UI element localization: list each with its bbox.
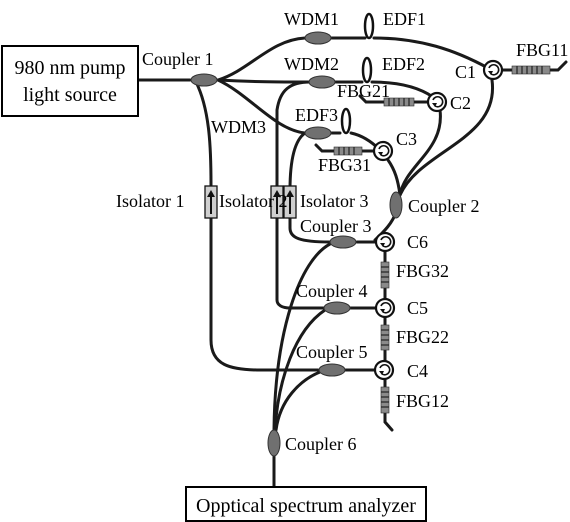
label-c5: C5 xyxy=(407,298,428,318)
fbg-gratings xyxy=(333,65,551,414)
circulator-c6 xyxy=(374,231,396,253)
fiber-coupler4-coupler6 xyxy=(273,308,327,432)
pump-source-box: 980 nm pump light source xyxy=(1,45,139,117)
label-fbg31: FBG31 xyxy=(318,155,371,175)
circulator-c3 xyxy=(372,140,394,162)
label-coupler6: Coupler 6 xyxy=(285,434,357,454)
fiber-c3-coupler2 xyxy=(386,158,402,197)
isolator1-icon xyxy=(204,185,218,219)
spectrum-analyzer-box: Opptical spectrum analyzer xyxy=(185,486,427,522)
edf1-coil xyxy=(363,12,375,40)
label-fbg11: FBG11 xyxy=(516,40,568,60)
fiber-fbg12-end xyxy=(383,411,394,432)
analyzer-label: Opptical spectrum analyzer xyxy=(196,495,416,517)
coupler2-shape xyxy=(389,191,403,219)
label-fbg22: FBG22 xyxy=(396,327,449,347)
label-coupler4: Coupler 4 xyxy=(296,281,368,301)
labels: Coupler 1 WDM1 EDF1 WDM2 EDF2 FBG21 WDM3… xyxy=(116,9,568,454)
label-edf3: EDF3 xyxy=(295,105,338,125)
fiber-coupler1-wdm2 xyxy=(216,78,312,84)
circulator-c1 xyxy=(482,59,504,81)
fbg12-grating xyxy=(380,386,390,414)
coupler5-shape xyxy=(318,363,346,377)
fiber-fbg11-end xyxy=(548,60,568,72)
label-isolator2: Isolator 2 xyxy=(219,191,287,211)
fiber-edf1-c1 xyxy=(372,36,490,70)
label-edf1: EDF1 xyxy=(383,9,426,29)
label-coupler3: Coupler 3 xyxy=(300,216,372,236)
label-coupler1: Coupler 1 xyxy=(142,49,214,69)
label-c3: C3 xyxy=(396,129,417,149)
fiber-coupler1-wdm3 xyxy=(216,78,307,135)
fbg21-grating xyxy=(383,97,415,107)
circulators xyxy=(372,59,504,381)
edf2-coil xyxy=(361,56,373,84)
fiber-fbg31-end xyxy=(314,143,336,153)
edf-coils xyxy=(340,12,375,135)
fiber-fbg21-end xyxy=(358,94,386,104)
label-wdm3: WDM3 xyxy=(211,117,266,137)
fiber-network xyxy=(136,36,568,489)
wdm2-shape xyxy=(308,75,336,89)
label-wdm2: WDM2 xyxy=(284,54,339,74)
edf3-coil xyxy=(340,107,352,135)
label-isolator1: Isolator 1 xyxy=(116,191,184,211)
fbg31-grating xyxy=(333,146,363,156)
isolators xyxy=(204,185,297,219)
label-fbg32: FBG32 xyxy=(396,261,449,281)
circulator-c2 xyxy=(426,91,448,113)
fiber-coupler1-isolator1 xyxy=(194,80,213,187)
label-edf2: EDF2 xyxy=(382,54,425,74)
fiber-coupler1-wdm1 xyxy=(216,36,307,82)
wdm3-shape xyxy=(304,126,332,140)
pump-source-line2: light source xyxy=(23,84,117,106)
fbg11-grating xyxy=(511,65,551,75)
label-coupler2: Coupler 2 xyxy=(408,196,480,216)
label-isolator3: Isolator 3 xyxy=(300,191,368,211)
fiber-isolator1-loop xyxy=(209,216,320,372)
label-fbg12: FBG12 xyxy=(396,391,449,411)
label-c2: C2 xyxy=(450,93,471,113)
label-fbg21: FBG21 xyxy=(337,81,390,101)
fiber-edf2-c2 xyxy=(370,80,435,99)
coupler6-shape xyxy=(267,429,281,457)
fiber-coupler5-coupler6 xyxy=(274,370,322,432)
fbg22-grating xyxy=(380,324,390,351)
circulator-c4 xyxy=(373,359,395,381)
wdm1-shape xyxy=(304,31,332,45)
label-c1: C1 xyxy=(455,62,476,82)
label-coupler5: Coupler 5 xyxy=(296,342,368,362)
fiber-wdm2-loop xyxy=(275,80,380,310)
isolator3-icon xyxy=(283,185,297,219)
isolator2-icon xyxy=(270,185,284,219)
label-c4: C4 xyxy=(407,361,428,381)
label-c6: C6 xyxy=(407,232,428,252)
circulator-c5 xyxy=(374,297,396,319)
fiber-c2-coupler2 xyxy=(398,108,442,197)
coupler-elements xyxy=(190,31,403,457)
fiber-c1-coupler2 xyxy=(398,78,494,197)
pump-source-line1: 980 nm pump xyxy=(14,57,125,79)
coupler4-shape xyxy=(323,301,351,315)
fbg32-grating xyxy=(380,261,390,289)
coupler3-shape xyxy=(329,235,357,249)
label-wdm1: WDM1 xyxy=(284,9,339,29)
coupler1-shape xyxy=(190,73,218,87)
fiber-coupler3-coupler6 xyxy=(272,242,332,432)
